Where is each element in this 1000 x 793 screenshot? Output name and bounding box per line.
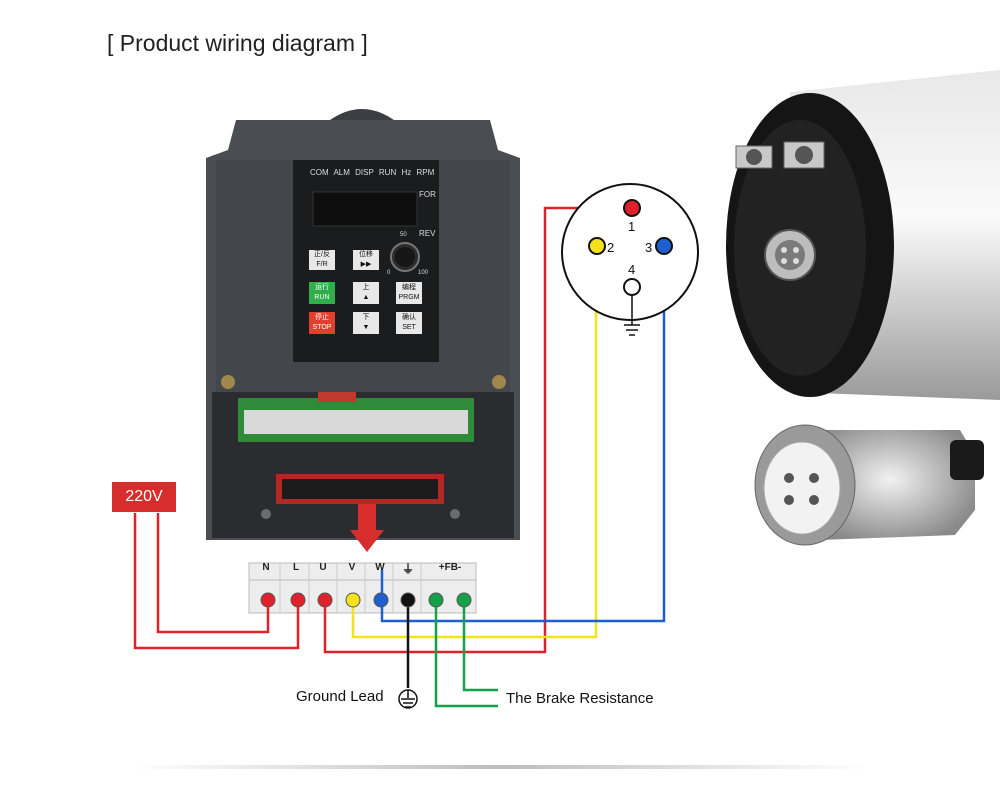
key-prgm-en: PRGM xyxy=(398,294,420,301)
key-prgm xyxy=(396,282,422,304)
indicator-hz: Hz xyxy=(401,168,412,177)
for-label: FOR xyxy=(419,190,436,199)
key-set-en: SET xyxy=(402,324,416,331)
knob-mark-0: 0 xyxy=(387,270,391,276)
ground-lead-label: Ground Lead xyxy=(296,688,384,705)
key-stop-cn: 停止 xyxy=(315,314,329,321)
terminal-header-u: U xyxy=(319,562,327,573)
knob-mark-100: 100 xyxy=(418,270,429,276)
key-prgm-label[interactable]: 编程 PRGM xyxy=(396,283,422,303)
key-fr-en: F/R xyxy=(316,261,328,268)
pin-number-3: 3 xyxy=(645,240,653,255)
key-up-label[interactable]: 上 ▲ xyxy=(353,283,379,303)
pin-number-1: 1 xyxy=(628,219,636,234)
inverter xyxy=(206,109,520,552)
indicator-run: RUN xyxy=(378,168,397,177)
indicator-rpm: RPM xyxy=(416,168,435,177)
key-down-en: ▼ xyxy=(362,324,370,331)
key-fr-cn: 正/反 xyxy=(314,251,330,258)
key-shift-cn: 位移 xyxy=(359,251,373,258)
wires xyxy=(133,206,666,708)
rev-label: REV xyxy=(419,229,436,238)
key-set xyxy=(396,312,422,334)
pin-number-4: 4 xyxy=(628,262,636,277)
key-run-en: RUN xyxy=(314,294,330,301)
key-shift-en: ▶▶ xyxy=(360,261,372,268)
terminal-screws xyxy=(260,592,472,608)
key-prgm-cn: 编程 xyxy=(402,284,416,291)
key-up xyxy=(353,282,379,304)
key-down xyxy=(353,312,379,334)
key-stop-label[interactable]: 停止 STOP xyxy=(309,313,335,333)
key-up-cn: 上 xyxy=(362,284,370,291)
key-run xyxy=(309,282,335,304)
key-set-cn: 确认 xyxy=(402,314,416,321)
terminal-header-w: W xyxy=(375,562,385,573)
knob-mark-50: 50 xyxy=(400,232,407,238)
indicator-com: COM xyxy=(310,168,329,177)
ground-symbol-icon xyxy=(398,689,418,709)
indicator-alm: ALM xyxy=(333,168,350,177)
spindle-motor-image xyxy=(726,70,1000,400)
terminal-header-v: V xyxy=(348,562,356,573)
power-label: 220V xyxy=(112,482,176,512)
key-shift xyxy=(353,250,379,270)
key-down-label[interactable]: 下 ▼ xyxy=(353,313,379,333)
key-run-label[interactable]: 运行 RUN xyxy=(309,283,335,303)
key-stop-en: STOP xyxy=(312,324,332,331)
connector-pinout xyxy=(561,183,699,336)
terminal-header-fb: +FB- xyxy=(438,562,462,573)
key-set-label[interactable]: 确认 SET xyxy=(396,313,422,333)
key-run-cn: 运行 xyxy=(315,284,329,291)
terminal-header-l: L xyxy=(292,562,300,573)
indicator-disp: DISP xyxy=(355,168,374,177)
key-stop xyxy=(309,312,335,334)
brake-resistance-label: The Brake Resistance xyxy=(506,690,654,707)
key-fr xyxy=(309,250,335,270)
led-display xyxy=(312,191,418,227)
terminal-header-n: N xyxy=(262,562,270,573)
panel-indicators: COM ALM DISP RUN Hz RPM xyxy=(310,168,434,177)
terminal-header-ground: ⏚ xyxy=(401,562,414,576)
key-shift-label[interactable]: 位移 ▶▶ xyxy=(353,250,379,270)
key-fr-label[interactable]: 正/反 F/R xyxy=(309,250,335,270)
key-up-en: ▲ xyxy=(362,294,370,301)
key-down-cn: 下 xyxy=(362,314,370,321)
page-title: [ Product wiring diagram ] xyxy=(107,30,368,56)
pin-number-2: 2 xyxy=(607,240,615,255)
divider xyxy=(130,765,870,769)
aviation-plug-image xyxy=(754,424,984,546)
down-arrow xyxy=(358,504,376,530)
